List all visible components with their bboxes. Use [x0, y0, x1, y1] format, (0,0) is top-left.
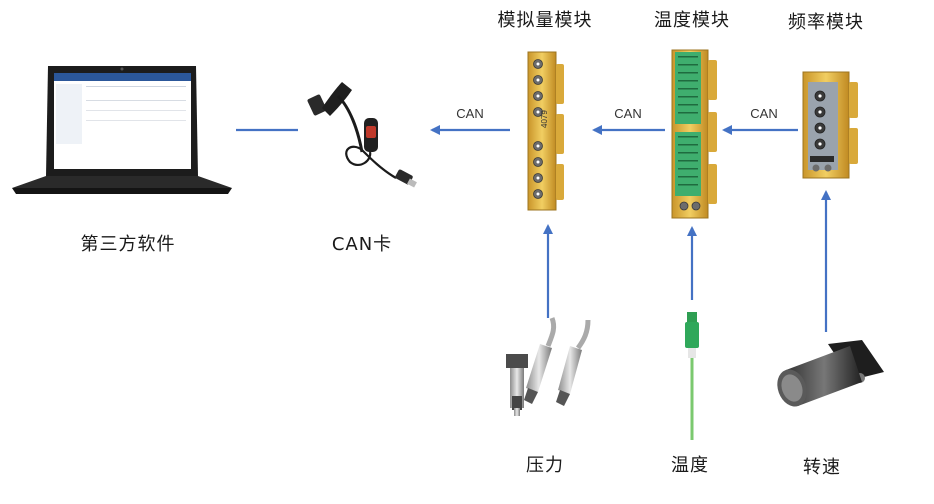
- speed-sensor-icon: [777, 340, 884, 407]
- temperature-module-icon: [671, 49, 717, 219]
- temperature-module-title: 温度模块: [654, 10, 730, 31]
- frequency-module-title: 频率模块: [788, 12, 864, 33]
- pressure-sensor-icon: [506, 317, 591, 416]
- laptop-icon: [12, 66, 232, 194]
- thermocouple-probe-icon: [685, 312, 699, 440]
- speed-label: 转速: [803, 457, 841, 478]
- analog-module-title: 模拟量模块: [497, 10, 593, 31]
- analog-module-icon: 4079: [527, 51, 564, 211]
- pressure-label: 压力: [526, 455, 564, 476]
- can-card-label: CAN卡: [331, 234, 393, 255]
- can-adapter-icon: [307, 82, 417, 188]
- frequency-module-icon: [802, 71, 858, 179]
- temperature-sensor-label: 温度: [671, 455, 709, 476]
- software-label: 第三方软件: [80, 234, 176, 255]
- link-label-temp-to-analog: CAN: [614, 106, 642, 121]
- link-label-freq-to-temp: CAN: [750, 106, 778, 121]
- link-label-analog-to-card: CAN: [456, 106, 484, 121]
- analog-badge-text: 4079: [540, 110, 549, 128]
